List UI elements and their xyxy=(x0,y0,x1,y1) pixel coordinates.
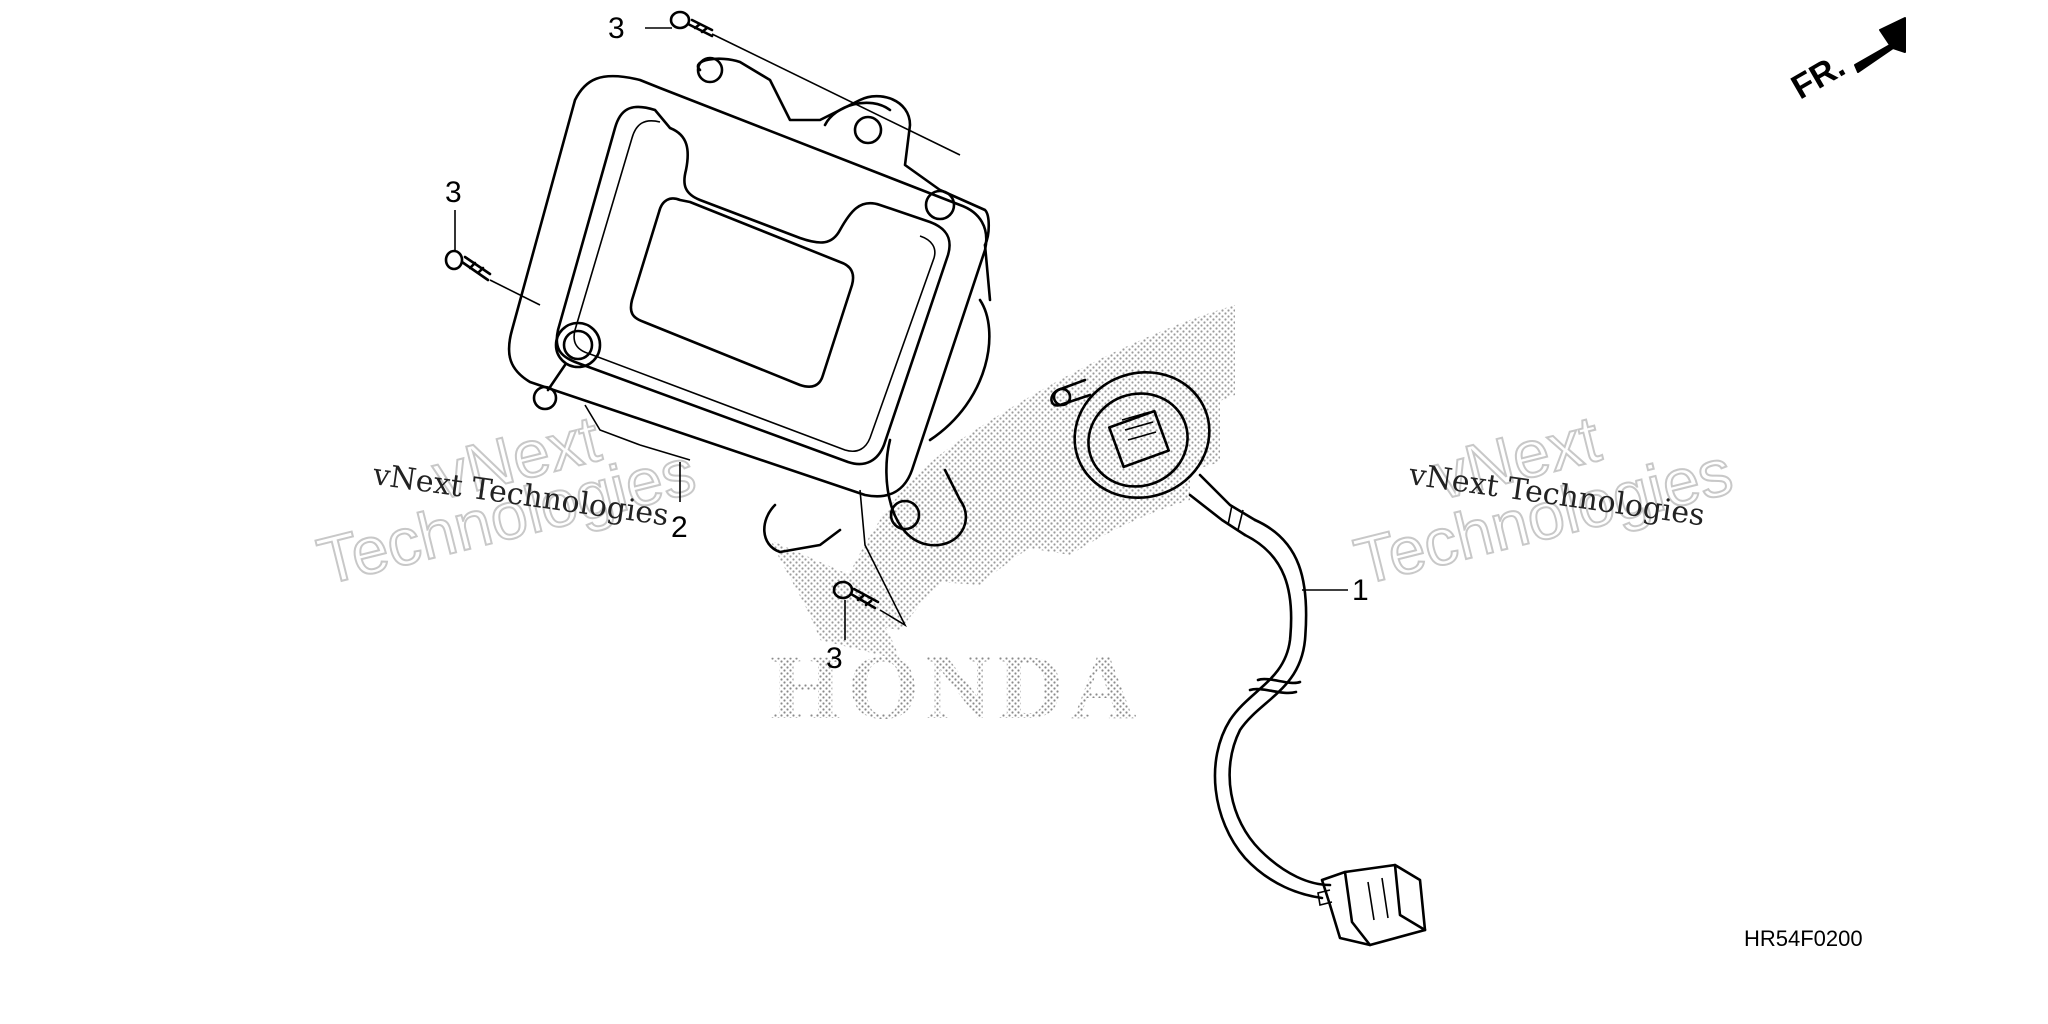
callout-screw-top: 3 xyxy=(608,12,625,45)
meter-cable xyxy=(1050,370,1427,947)
part-code-label: HR54F0200 xyxy=(1744,926,1863,951)
honda-logo-text: HONDA xyxy=(770,636,1142,738)
honda-wing-logo xyxy=(770,305,1235,660)
callout-meter-cable: 1 xyxy=(1352,574,1369,607)
screw-top xyxy=(645,10,961,156)
front-direction-arrow: FR. xyxy=(1785,17,1906,107)
callout-screw-left: 3 xyxy=(445,176,462,209)
callout-screw-bottom: 3 xyxy=(826,642,843,675)
callout-meter-assembly: 2 xyxy=(671,511,688,544)
watermark-left: vNext Technologies vNext Technologies xyxy=(309,400,703,600)
front-direction-label: FR. xyxy=(1785,47,1851,107)
screw-bottom xyxy=(832,489,907,640)
screw-left xyxy=(444,210,541,306)
meter-assembly xyxy=(507,56,992,554)
watermark-right: vNext Technologies vNext Technologies xyxy=(1346,400,1740,600)
